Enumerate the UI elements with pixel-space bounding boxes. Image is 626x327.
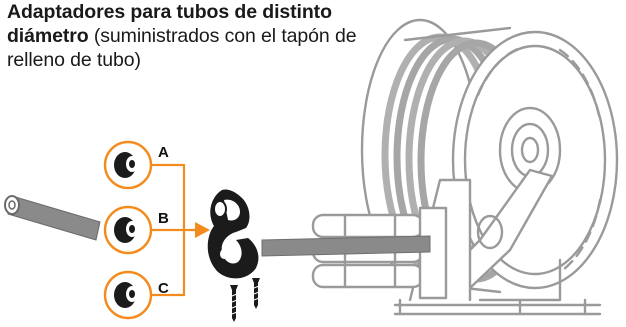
caption: Adaptadores para tubos de distinto diáme… — [7, 0, 367, 72]
adapter-label-c: C — [158, 280, 169, 297]
adapter-icon — [114, 217, 138, 243]
hose-reel-icon — [311, 18, 619, 316]
screw-icon — [230, 285, 238, 322]
adapter-connector-lines — [151, 163, 195, 297]
hose-end-icon — [4, 195, 101, 241]
caption-title: Adaptadores para tubos de distinto diáme… — [7, 1, 332, 47]
adapter-icon — [114, 152, 138, 178]
adapter-label-a: A — [158, 144, 169, 161]
arrow-icon — [195, 222, 210, 238]
screw-icon — [252, 278, 260, 309]
adapter-label-b: B — [158, 210, 169, 227]
adapter-a: A — [103, 140, 169, 190]
hose-clamp-icon — [207, 189, 259, 279]
adapter-icon — [114, 282, 138, 308]
adapter-c: C — [103, 270, 169, 320]
adapter-b: B — [103, 205, 169, 255]
caption-note: (suministrados con el tapón de relleno d… — [7, 25, 357, 71]
reel-hose — [261, 235, 431, 257]
